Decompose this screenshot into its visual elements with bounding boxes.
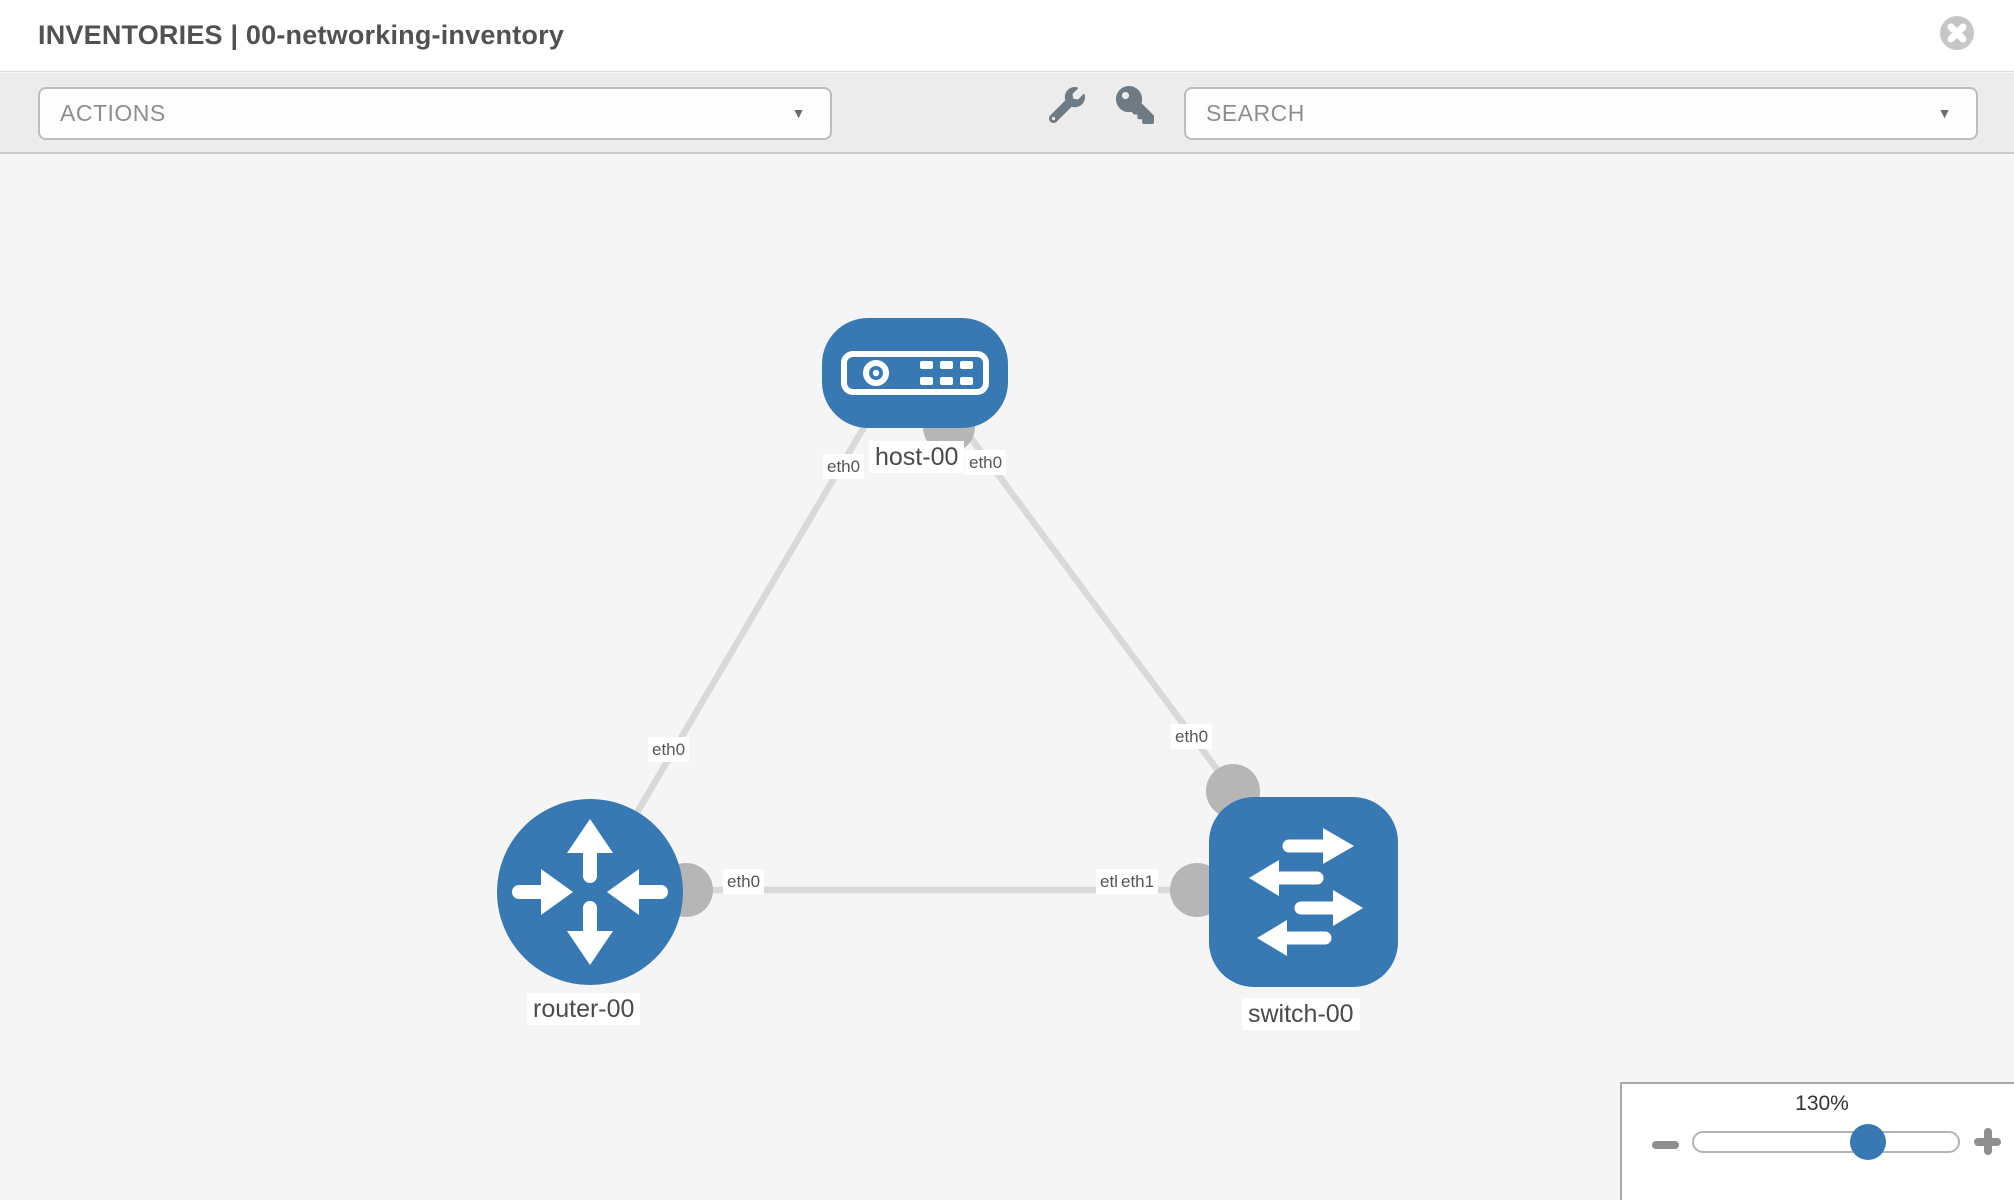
- actions-dropdown[interactable]: ACTIONS ▼: [38, 87, 832, 140]
- key-icon[interactable]: [1116, 86, 1154, 124]
- interface-label-host-to-router: eth0: [823, 454, 865, 479]
- header: INVENTORIES | 00-networking-inventory: [0, 0, 2014, 72]
- zoom-control-panel: 130%: [1620, 1082, 2014, 1200]
- interface-label-switch-to-host: eth0: [1171, 724, 1213, 749]
- node-label-host-00: host-00: [869, 441, 965, 473]
- zoom-in-plus-icon[interactable]: [1974, 1128, 2001, 1155]
- chevron-down-icon: ▼: [1937, 105, 1952, 121]
- interface-label-switch-to-router: eth1: [1117, 869, 1159, 894]
- wrench-icon[interactable]: [1049, 87, 1085, 123]
- interface-label-router-to-host: eth0: [648, 737, 690, 762]
- node-label-switch-00: switch-00: [1242, 998, 1360, 1030]
- interface-label-host-to-switch: eth0: [965, 450, 1007, 475]
- switch-arrows-icon: [1209, 797, 1398, 987]
- zoom-slider-thumb[interactable]: [1850, 1124, 1886, 1160]
- node-host-00[interactable]: [822, 318, 1008, 428]
- zoom-percent-value: 130%: [1795, 1092, 1849, 1115]
- toolbar: ACTIONS ▼ SEARCH ▼: [0, 73, 2014, 154]
- server-icon: [840, 350, 990, 396]
- interface-label-router-to-switch: eth0: [723, 869, 765, 894]
- node-switch-00[interactable]: [1209, 797, 1398, 987]
- actions-dropdown-label: ACTIONS: [60, 100, 166, 126]
- zoom-slider[interactable]: [1692, 1124, 1960, 1160]
- chevron-down-icon: ▼: [791, 105, 806, 121]
- zoom-out-minus-icon[interactable]: [1652, 1141, 1679, 1149]
- node-router-00[interactable]: [497, 799, 683, 985]
- search-dropdown[interactable]: SEARCH ▼: [1184, 87, 1978, 140]
- router-arrows-icon: [497, 799, 683, 985]
- page-title: INVENTORIES | 00-networking-inventory: [38, 20, 565, 50]
- close-icon[interactable]: [1940, 16, 1974, 50]
- search-dropdown-label: SEARCH: [1206, 100, 1305, 126]
- node-label-router-00: router-00: [527, 993, 641, 1025]
